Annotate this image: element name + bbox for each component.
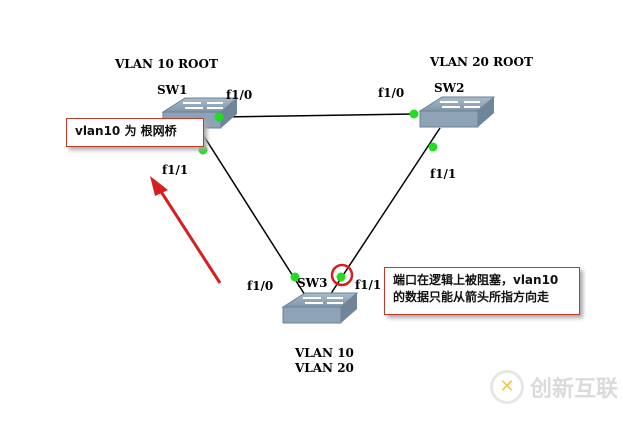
link-sw1-sw3 — [199, 129, 306, 296]
sw2-role-label: VLAN 20 ROOT — [430, 55, 533, 69]
root-note-text: vlan10 为 根网桥 — [75, 124, 177, 138]
watermark-text: 创新互联 — [530, 377, 619, 402]
watermark-logo-icon: ✕ — [490, 370, 524, 404]
sw3-f11-label: f1/1 — [355, 278, 382, 292]
sw1-name: SW1 — [157, 83, 188, 97]
port-dot-sw3-f11 — [336, 272, 346, 282]
sw3-vlan-10: VLAN 10 — [295, 346, 354, 360]
blocked-note-line2: 的数据只能从箭头所指方向走 — [393, 290, 550, 304]
sw1-role-label: VLAN 10 ROOT — [115, 57, 218, 71]
sw1-f10-label: f1/0 — [226, 88, 253, 102]
port-dot-sw2-f11 — [428, 142, 438, 152]
sw2-name: SW2 — [434, 81, 465, 95]
port-dot-sw1-f11 — [198, 145, 208, 155]
switch-sw2[interactable] — [419, 96, 495, 128]
blocked-port-note: 端口在逻辑上被阻塞，vlan10 的数据只能从箭头所指方向走 — [384, 267, 580, 315]
sw3-f10-label: f1/0 — [247, 279, 274, 293]
port-dot-sw1-f10 — [214, 112, 224, 122]
blocked-note-line1: 端口在逻辑上被阻塞，vlan10 — [393, 273, 559, 287]
link-sw1-sw2 — [218, 113, 415, 118]
sw2-f11-label: f1/1 — [430, 167, 457, 181]
watermark: ✕ 创新互联 — [490, 370, 618, 404]
root-bridge-note: vlan10 为 根网桥 — [66, 118, 204, 147]
port-dot-sw3-f10 — [290, 272, 300, 282]
sw3-vlan-20: VLAN 20 — [295, 361, 354, 375]
sw3-name: SW3 — [297, 276, 328, 290]
blocked-port-highlight — [330, 263, 354, 287]
sw2-f10-label: f1/0 — [378, 86, 405, 100]
switch-sw3[interactable] — [282, 292, 358, 324]
port-dot-sw2-f10 — [409, 109, 419, 119]
sw1-f11-label: f1/1 — [162, 163, 189, 177]
arrow-icon — [150, 176, 222, 284]
